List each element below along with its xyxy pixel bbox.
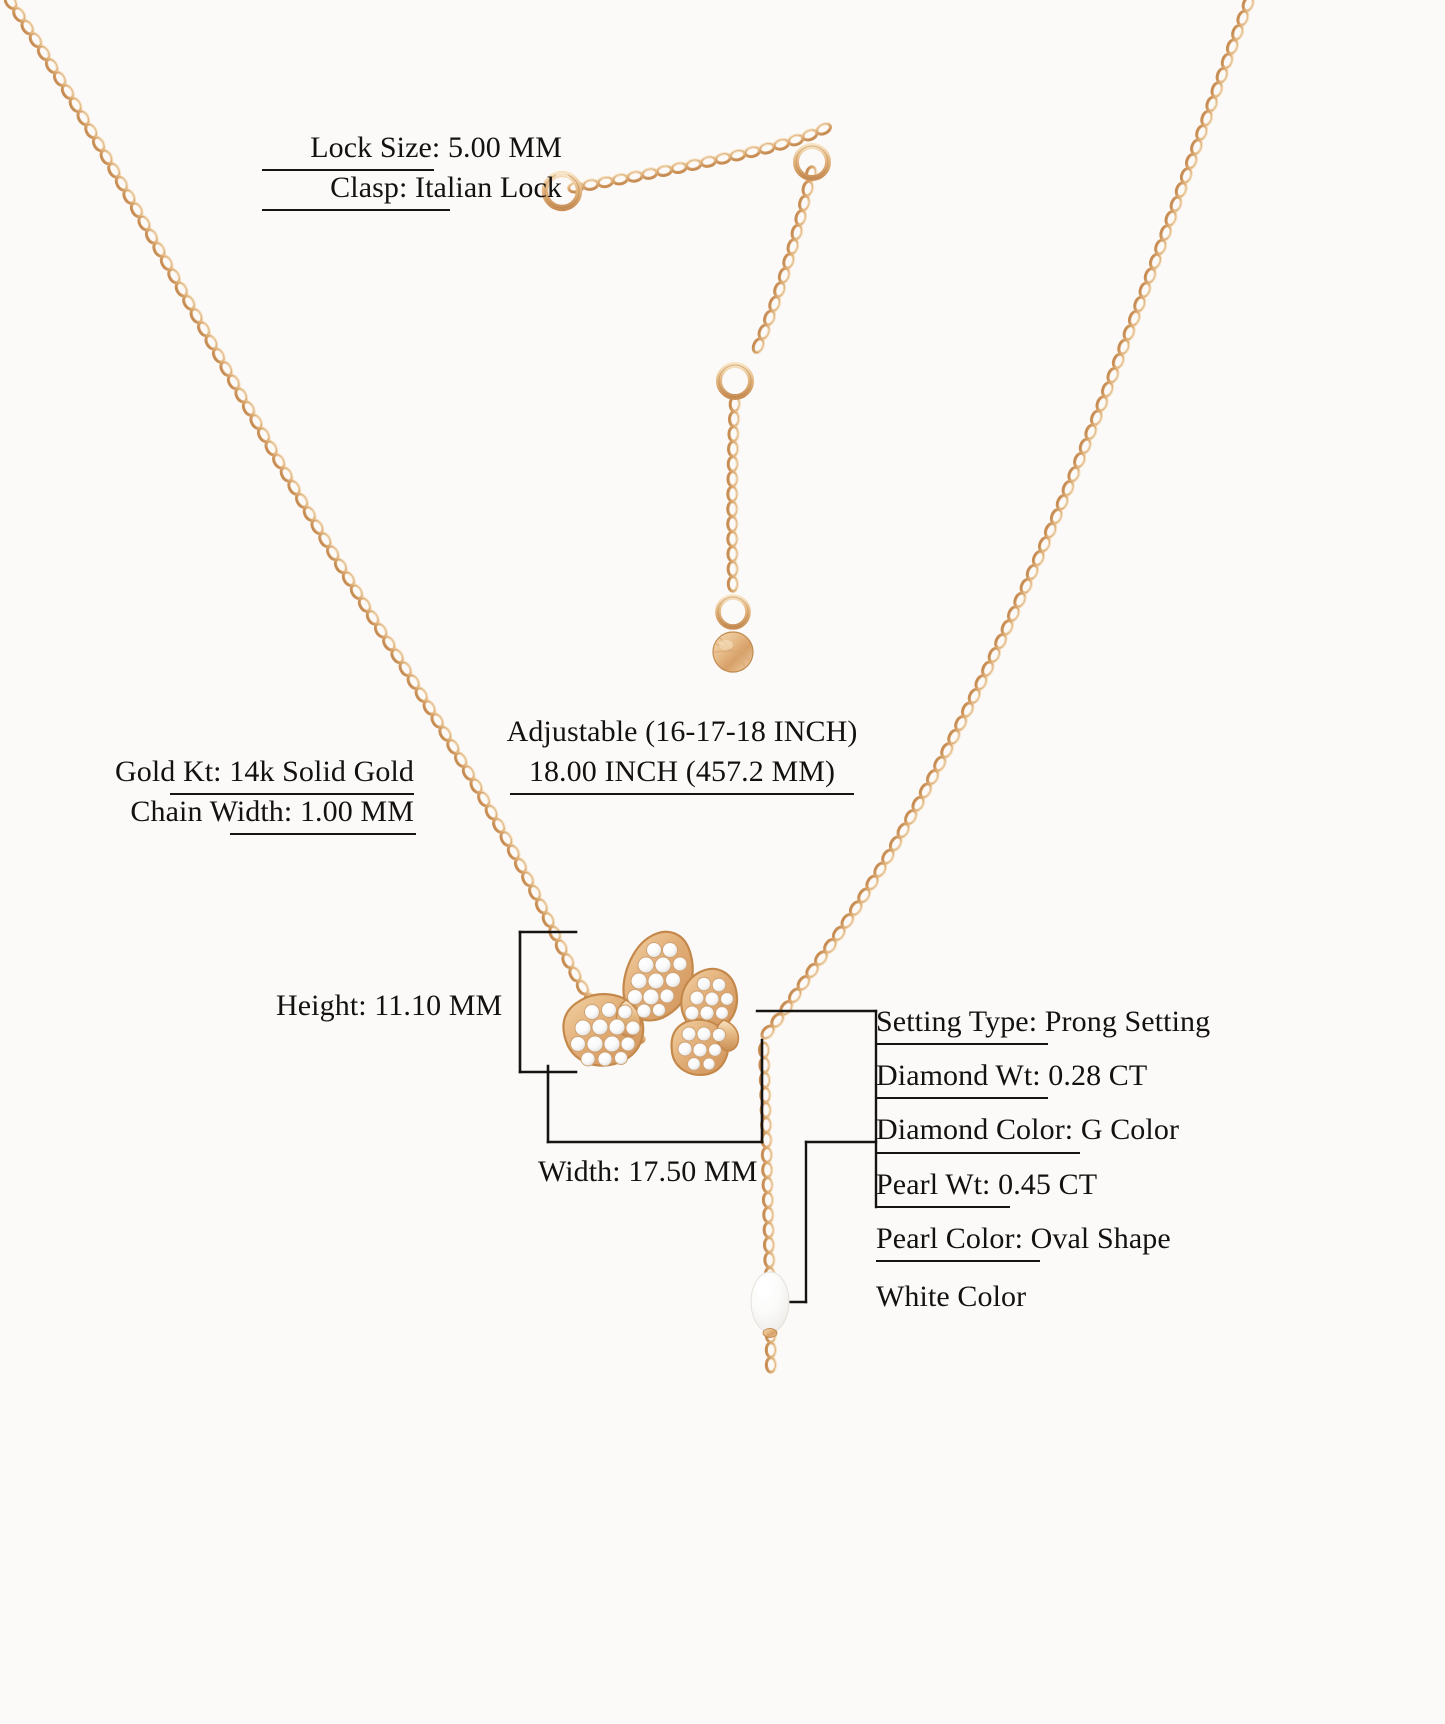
- adjuster-ring-3: [715, 594, 751, 630]
- spec-row-clasp: Clasp: Italian Lock: [262, 168, 562, 212]
- chain-clasp-link: [566, 119, 834, 195]
- underline-rule: [876, 1205, 1010, 1208]
- annotation-group-height: Height: 11.10 MM: [276, 986, 516, 1026]
- width-value: 17.50 MM: [628, 1155, 758, 1188]
- diamond-wt-value: 0.28 CT: [1048, 1059, 1148, 1093]
- spec-row-pearl-wt: Pearl Wt: 0.45 CT: [876, 1165, 1306, 1208]
- underline-rule: [510, 793, 854, 796]
- underline-rule: [262, 209, 450, 212]
- annotation-group-width: Width: 17.50 MM: [538, 1152, 768, 1192]
- length-label: 18.00 INCH (457.2 MM): [528, 755, 836, 789]
- underline-rule: [876, 1043, 1048, 1046]
- width-label: Width:: [538, 1155, 629, 1188]
- italian-lock-clasp: [541, 170, 583, 212]
- gold-kt-value: 14k Solid Gold: [229, 755, 414, 788]
- annotation-group-stones: Setting Type: Prong Setting Diamond Wt: …: [876, 1002, 1306, 1331]
- underline-rule: [262, 169, 434, 172]
- width-bracket: [546, 1038, 764, 1144]
- butterfly-pendant: [562, 930, 740, 1076]
- spec-row-pearl-white: White Color: [876, 1277, 1306, 1317]
- pearl-wt-label: Pearl Wt:: [876, 1167, 999, 1201]
- lock-size-label: Lock Size:: [310, 131, 448, 164]
- spec-row-setting-type: Setting Type: Prong Setting: [876, 1002, 1306, 1046]
- pearl-color-label: Pearl Color:: [876, 1221, 1031, 1255]
- chain-width-label: Chain Width:: [130, 795, 300, 829]
- spec-row-pearl-color: Pearl Color: Oval Shape: [876, 1219, 1306, 1262]
- adjustable-label: Adjustable (16-17-18 INCH): [506, 715, 858, 748]
- spec-row-width: Width: 17.50 MM: [538, 1152, 768, 1192]
- adjuster-ring-2: [716, 362, 754, 400]
- height-label: Height:: [276, 989, 375, 1022]
- pearl-wt-value: 0.45 CT: [998, 1167, 1098, 1201]
- chain-extender-a: [749, 164, 819, 356]
- underline-rule: [876, 1097, 1048, 1100]
- underline-rule: [230, 833, 416, 836]
- spec-row-lock-size: Lock Size: 5.00 MM: [262, 128, 562, 172]
- clasp-value: Italian Lock: [415, 171, 562, 205]
- lock-size-value: 5.00 MM: [447, 131, 562, 164]
- spec-row-length: 18.00 INCH (457.2 MM): [498, 752, 866, 796]
- diamond-color-label: Diamond Color:: [876, 1113, 1081, 1147]
- spec-row-height: Height: 11.10 MM: [276, 986, 516, 1026]
- height-value: 11.10 MM: [374, 989, 503, 1022]
- diamond-wt-label: Diamond Wt:: [876, 1059, 1049, 1093]
- pearl-white-label: White Color: [876, 1279, 1027, 1313]
- gold-kt-label: Gold Kt:: [114, 755, 230, 788]
- spec-row-adjustable: Adjustable (16-17-18 INCH): [498, 712, 866, 752]
- chain-extender-b: [726, 395, 742, 593]
- underline-rule: [170, 793, 414, 796]
- underline-rule: [876, 1151, 1080, 1154]
- spec-row-gold-kt: Gold Kt: 14k Solid Gold: [52, 752, 414, 796]
- pearl-drop: [750, 1271, 790, 1338]
- setting-type-value: Prong Setting: [1044, 1005, 1211, 1038]
- annotation-group-gold: Gold Kt: 14k Solid Gold Chain Width: 1.0…: [52, 752, 416, 836]
- chain-strand-right: [758, 0, 1257, 1043]
- pearl-color-value: Oval Shape: [1030, 1221, 1171, 1255]
- adjuster-ring-1: [793, 143, 831, 181]
- extender-end-disc: [712, 631, 754, 673]
- butterfly-left: [562, 930, 694, 1067]
- spec-row-diamond-color: Diamond Color: G Color: [876, 1110, 1306, 1154]
- underline-rule: [876, 1259, 1040, 1262]
- clasp-label: Clasp:: [330, 171, 416, 205]
- annotation-group-length: Adjustable (16-17-18 INCH) 18.00 INCH (4…: [498, 712, 866, 796]
- setting-type-label: Setting Type:: [876, 1005, 1045, 1038]
- annotation-group-lock: Lock Size: 5.00 MM Clasp: Italian Lock: [262, 128, 562, 212]
- diamond-color-value: G Color: [1080, 1113, 1180, 1147]
- chain-width-value: 1.00 MM: [299, 795, 414, 829]
- butterfly-right: [670, 967, 740, 1076]
- spec-row-diamond-wt: Diamond Wt: 0.28 CT: [876, 1056, 1306, 1100]
- spec-row-chain-width: Chain Width: 1.00 MM: [52, 792, 416, 836]
